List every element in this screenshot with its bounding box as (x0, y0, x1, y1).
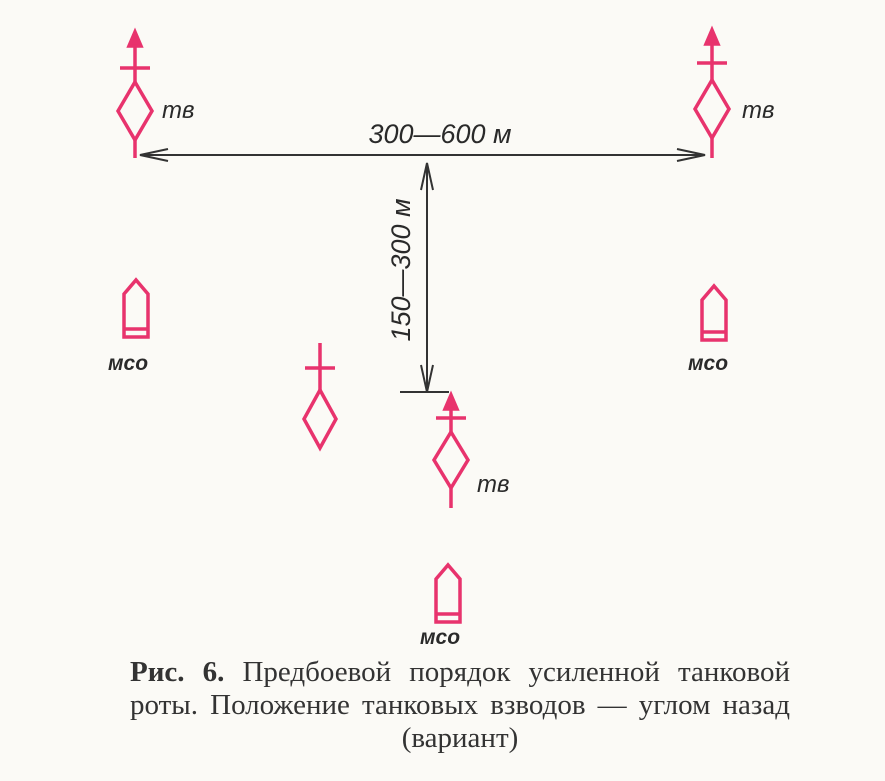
mco-icon-left (122, 277, 150, 339)
vertical-distance-label: 150—300 м (386, 198, 416, 341)
mco-icon-right (700, 283, 728, 342)
tank-platoon-label-center: тв (477, 471, 510, 498)
combat-order-diagram: тв тв тв мсо мсо мсо 300—600 м 150—300 м (108, 25, 775, 649)
mco-label-right: мсо (688, 352, 728, 375)
figure-caption: Рис. 6. Предбоевой порядок усиленной тан… (130, 656, 790, 755)
caption-text: Предбоевой порядок усиленной танковой ро… (130, 656, 790, 754)
tank-platoon-label-right: тв (742, 97, 775, 124)
horizontal-dimension (139, 148, 706, 162)
mco-label-left: мсо (108, 352, 148, 375)
tank-platoon-icon-center (431, 390, 471, 508)
commander-tank-icon (302, 343, 338, 452)
tank-platoon-icon-right (692, 25, 732, 158)
mco-icon-bottom (434, 562, 462, 624)
tank-platoon-label-left: тв (162, 97, 195, 124)
tank-platoon-icon-left (115, 27, 155, 158)
figure-number: Рис. 6. (130, 656, 225, 688)
mco-label-bottom: мсо (420, 626, 460, 649)
vertical-dimension (400, 162, 449, 393)
horizontal-distance-label: 300—600 м (368, 119, 511, 149)
